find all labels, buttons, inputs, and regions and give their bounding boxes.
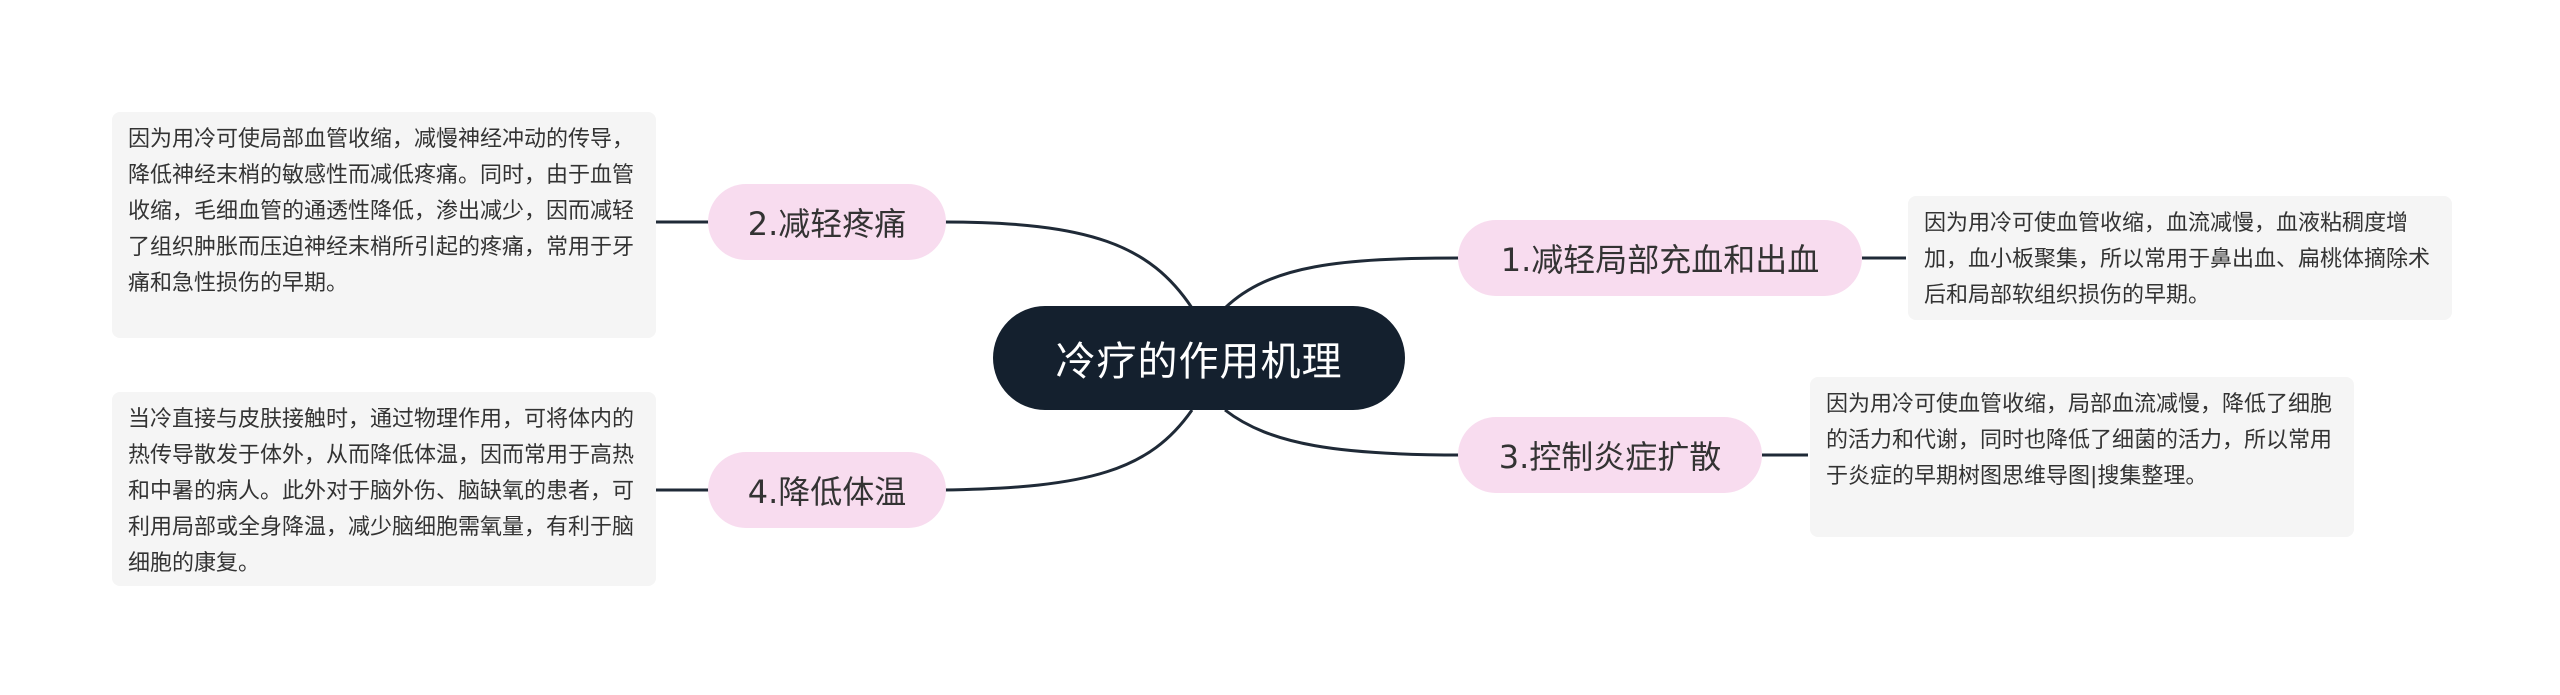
central-topic-label: 冷疗的作用机理 — [1055, 339, 1343, 385]
branch-note-4: 当冷直接与皮肤接触时，通过物理作用，可将体内的热传导散发于体外，从而降低体温，因… — [112, 392, 656, 586]
branch-topic-1-label: 1.减轻局部充血和出血 — [1500, 241, 1820, 279]
branch-topic-2[interactable]: 2.减轻疼痛 — [708, 184, 946, 260]
connector-center-branch-2 — [942, 220, 1194, 309]
branch-topic-3-label: 3.控制炎症扩散 — [1498, 438, 1722, 476]
branch-note-3-text: 因为用冷可使血管收缩，局部血流减慢，降低了细胞的活力和代谢，同时也降低了细菌的活… — [1826, 392, 2333, 489]
branch-topic-3[interactable]: 3.控制炎症扩散 — [1458, 417, 1762, 493]
branch-note-2: 因为用冷可使局部血管收缩，减慢神经冲动的传导，降低神经末梢的敏感性而减低疼痛。同… — [112, 112, 656, 338]
connector-center-branch-3 — [1224, 408, 1463, 457]
central-topic[interactable]: 冷疗的作用机理 — [993, 306, 1405, 410]
branch-note-4-text: 当冷直接与皮肤接触时，通过物理作用，可将体内的热传导散发于体外，从而降低体温，因… — [128, 407, 635, 576]
branch-note-1-text: 因为用冷可使血管收缩，血流减慢，血液粘稠度增加，血小板聚集，所以常用于鼻出血、扁… — [1924, 211, 2431, 308]
branch-topic-4[interactable]: 4.降低体温 — [708, 452, 946, 528]
connector-center-branch-1 — [1223, 256, 1463, 310]
branch-note-2-text: 因为用冷可使局部血管收缩，减慢神经冲动的传导，降低神经末梢的敏感性而减低疼痛。同… — [128, 127, 635, 296]
branch-note-3: 因为用冷可使血管收缩，局部血流减慢，降低了细胞的活力和代谢，同时也降低了细菌的活… — [1810, 377, 2354, 537]
branch-topic-2-label: 2.减轻疼痛 — [747, 205, 907, 243]
branch-note-1: 因为用冷可使血管收缩，血流减慢，血液粘稠度增加，血小板聚集，所以常用于鼻出血、扁… — [1908, 196, 2452, 320]
branch-topic-1[interactable]: 1.减轻局部充血和出血 — [1458, 220, 1862, 296]
branch-topic-4-label: 4.降低体温 — [747, 473, 907, 511]
connector-center-branch-4 — [942, 409, 1194, 492]
